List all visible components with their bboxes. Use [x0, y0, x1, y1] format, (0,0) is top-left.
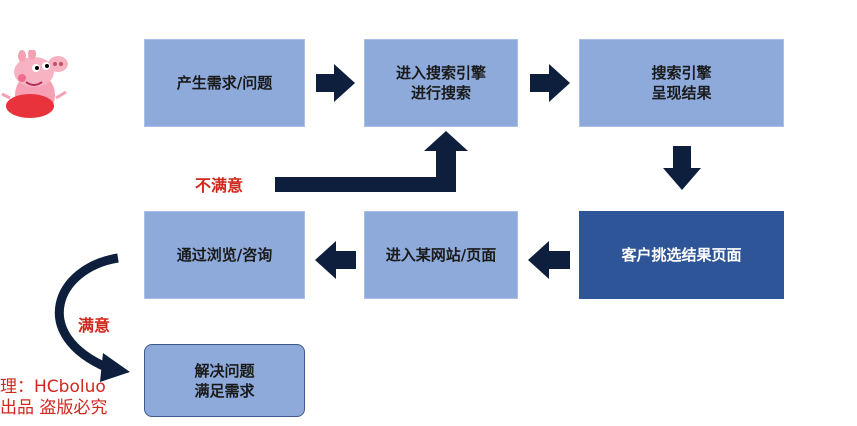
watermark-line1: 理：HCboluo: [0, 377, 106, 397]
node-solve: 解决问题 满足需求: [144, 344, 305, 417]
node-pick: 客户挑选结果页面: [579, 211, 784, 299]
node-engine-results-line2: 呈现结果: [651, 84, 712, 102]
arrow-satisfied-icon: [54, 253, 119, 373]
label-satisfied: 满意: [78, 316, 111, 335]
arrow-left-1-icon: [528, 241, 570, 279]
node-browse: 通过浏览/咨询: [144, 211, 305, 299]
watermark: 理：HCboluo 出品 盗版必究: [0, 377, 107, 419]
arrow-right-2-icon: [530, 64, 570, 102]
node-enter-engine-line1: 进入搜索引擎: [395, 64, 486, 82]
node-engine-results-line1: 搜索引擎: [651, 64, 712, 82]
node-need-label: 产生需求/问题: [176, 74, 273, 92]
watermark-line2: 出品 盗版必究: [0, 398, 108, 418]
node-solve-line1: 解决问题: [194, 361, 255, 380]
arrow-down-icon: [663, 146, 701, 190]
arrow-unsatisfied-icon: [275, 131, 468, 192]
node-pick-label: 客户挑选结果页面: [621, 246, 742, 264]
node-enter-engine-line2: 进行搜索: [410, 84, 471, 102]
node-enter-site: 进入某网站/页面: [364, 211, 518, 299]
pig-mascot-icon: [1, 50, 68, 118]
node-engine-results: 搜索引擎 呈现结果: [579, 39, 784, 127]
node-enter-engine: 进入搜索引擎 进行搜索: [364, 39, 518, 127]
node-need: 产生需求/问题: [144, 39, 305, 127]
arrow-left-2-icon: [315, 241, 356, 279]
node-browse-label: 通过浏览/咨询: [176, 246, 273, 264]
node-solve-line2: 满足需求: [194, 381, 255, 400]
label-unsatisfied: 不满意: [195, 176, 244, 195]
arrow-right-1-icon: [316, 64, 355, 102]
node-enter-site-label: 进入某网站/页面: [385, 246, 497, 264]
